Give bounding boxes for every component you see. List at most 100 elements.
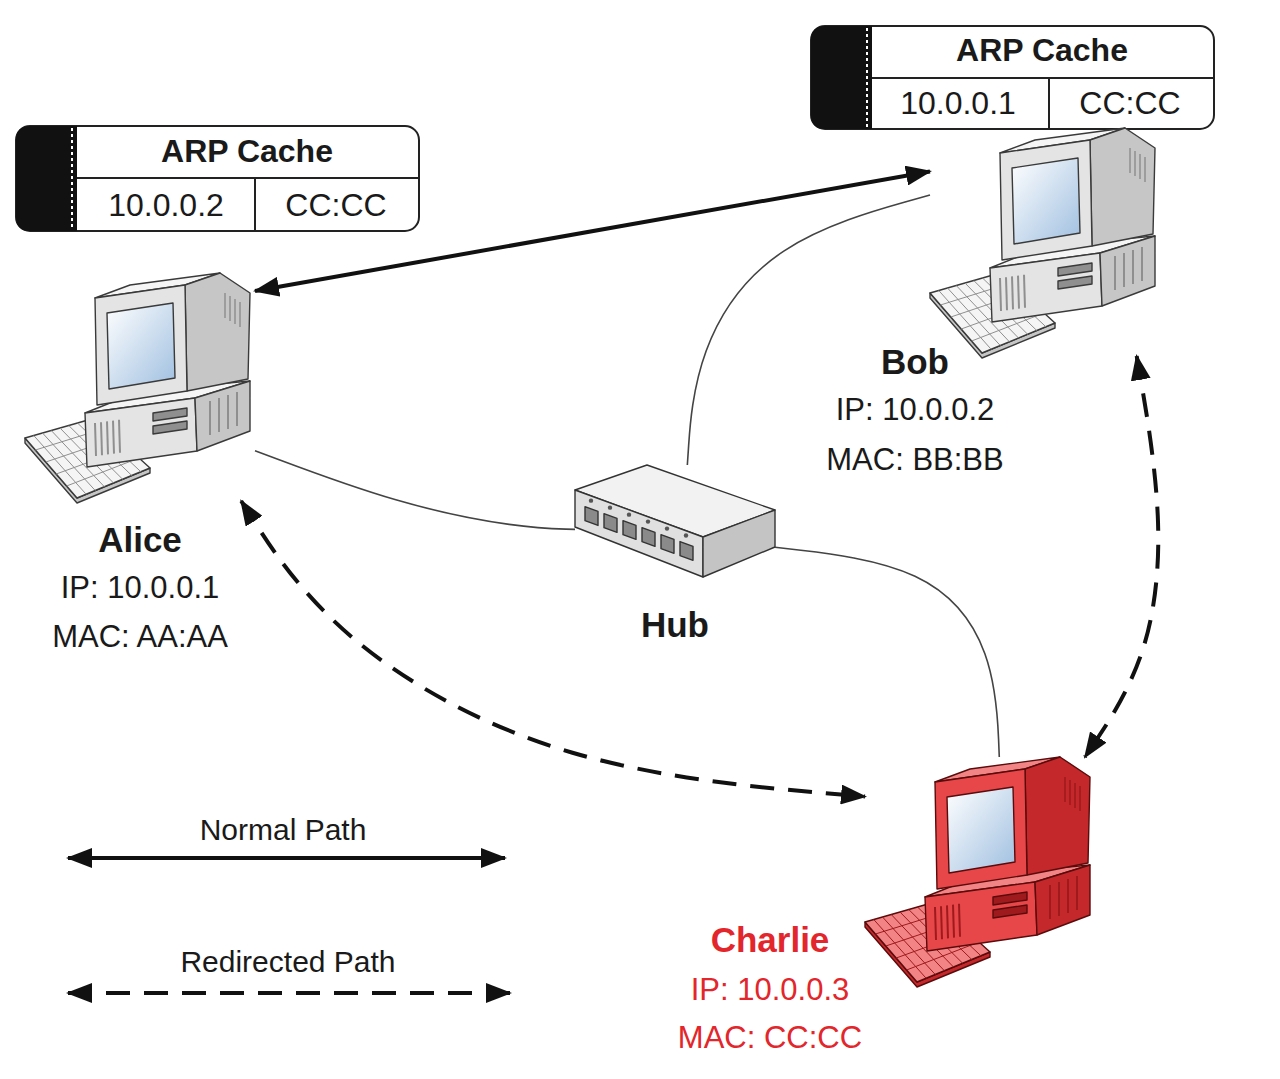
case-vent <box>101 422 102 455</box>
monitor-back <box>1025 757 1090 875</box>
node-title: ARP Cache <box>82 132 412 170</box>
case-vent <box>1000 278 1001 311</box>
hub-led <box>665 526 669 530</box>
case-side <box>1035 865 1090 935</box>
computer-host: BobIP: 10.0.0.2MAC: BB:BB <box>930 128 1160 356</box>
node-detail: IP: 10.0.0.3 <box>640 971 900 1008</box>
legend-label: Redirected Path <box>128 944 448 980</box>
case-vent <box>1006 277 1007 310</box>
node-title: Charlie <box>660 919 880 961</box>
table-cell-line <box>254 178 256 231</box>
node-title: Hub <box>595 604 755 646</box>
table-row-line <box>77 177 419 179</box>
table-tab-edge <box>866 28 868 127</box>
hub-led <box>646 519 650 523</box>
table-tab <box>811 26 872 129</box>
node-detail: MAC: AA:AA <box>10 618 270 655</box>
drive-bay <box>153 421 187 434</box>
case-vent <box>218 398 220 432</box>
node-detail: 10.0.0.2 <box>56 186 276 224</box>
monitor-vent <box>1144 157 1146 182</box>
monitor-vent <box>1064 777 1066 802</box>
node-title: Bob <box>815 341 1015 383</box>
computer-illustration <box>25 273 255 501</box>
legend-sample <box>68 991 510 995</box>
case-front <box>990 253 1102 322</box>
computer-host: AliceIP: 10.0.0.1MAC: AA:AA <box>25 273 255 501</box>
hub-port <box>680 542 693 561</box>
monitor-vent <box>1079 786 1081 811</box>
case-front <box>925 882 1037 951</box>
monitor-vent <box>1069 780 1071 805</box>
node-title: ARP Cache <box>877 31 1207 69</box>
hub-port <box>585 507 598 526</box>
node-detail: MAC: BB:BB <box>785 441 1045 478</box>
monitor-vent <box>224 293 226 318</box>
case-vent <box>959 904 960 937</box>
hub-side <box>703 510 775 577</box>
case-vent <box>935 907 936 940</box>
drive-bay <box>153 408 187 421</box>
hub-led <box>608 505 612 509</box>
monitor-vent <box>234 299 236 324</box>
arp-cache-table: ARP Cache 10.0.0.2CC:CC <box>15 125 420 232</box>
attacker-computer: CharlieIP: 10.0.0.3MAC: CC:CC <box>865 757 1095 985</box>
case-vent <box>1114 256 1116 290</box>
hub-port <box>604 514 617 533</box>
monitor-vent <box>229 296 231 321</box>
drive-bay <box>1058 276 1092 289</box>
legend-label: Normal Path <box>133 812 433 848</box>
table-border <box>16 126 419 231</box>
case-side <box>195 381 250 451</box>
case-vent <box>1076 876 1078 910</box>
hub-port <box>623 521 636 540</box>
monitor-back <box>185 273 250 391</box>
hub-led <box>589 498 593 502</box>
case-vent <box>227 395 229 429</box>
case-vent <box>236 392 238 426</box>
network-cable <box>775 547 999 757</box>
computer-illustration <box>865 757 1095 985</box>
table-tab <box>16 126 77 231</box>
case-vent <box>107 421 108 454</box>
monitor-back <box>1090 128 1155 246</box>
case-vent <box>1012 276 1013 309</box>
monitor-front <box>95 285 187 405</box>
case-vent <box>95 423 96 456</box>
legend-group <box>68 858 510 993</box>
redirected-path-arrow <box>241 501 865 797</box>
drive-bay <box>993 905 1027 918</box>
case-vent <box>941 906 942 939</box>
monitor-front <box>1000 140 1092 260</box>
monitor-vent <box>239 302 241 327</box>
network-cable <box>255 451 575 530</box>
keyboard-key-column <box>874 920 926 979</box>
node-detail: CC:CC <box>256 186 416 224</box>
arp-cache-table: ARP Cache10.0.0.1CC:CC <box>810 25 1215 130</box>
hub-port <box>642 528 655 547</box>
case-vent <box>119 420 120 453</box>
computer-illustration <box>930 128 1160 356</box>
keyboard-key-column <box>939 291 991 350</box>
case-vent <box>953 905 954 938</box>
case-vent <box>1132 250 1134 284</box>
monitor-screen <box>947 787 1015 873</box>
case-vent <box>1141 247 1143 281</box>
case-vent <box>113 421 114 454</box>
table-cell-line <box>1048 78 1050 129</box>
case-vent <box>1123 253 1125 287</box>
node-detail: MAC: CC:CC <box>640 1019 900 1056</box>
node-title: Alice <box>40 519 240 561</box>
monitor-screen <box>107 303 175 389</box>
monitor-front <box>935 769 1027 889</box>
edge-group <box>241 171 1158 796</box>
case-vent <box>947 905 948 938</box>
node-detail: CC:CC <box>1050 84 1210 122</box>
case-vent <box>1018 276 1019 309</box>
case-vent <box>1058 882 1060 916</box>
monitor-vent <box>1139 154 1141 179</box>
hub-front <box>575 490 703 577</box>
drive-bay <box>993 892 1027 905</box>
case-vent <box>1067 879 1069 913</box>
